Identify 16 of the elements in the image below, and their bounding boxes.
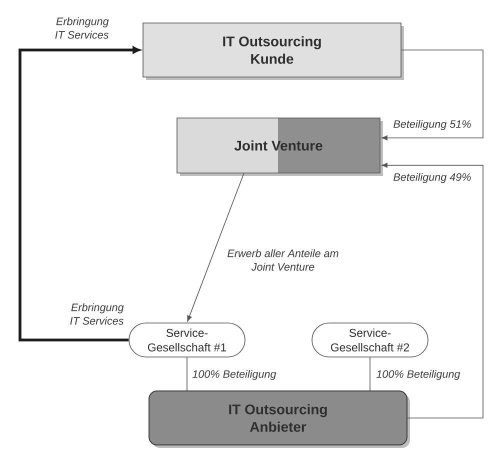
edge-label: Erbringung IT Services [55, 17, 109, 39]
edge-label: Beteiligung 51% [394, 120, 471, 130]
arrow [382, 50, 484, 140]
edge-label: 100% Beteiligung [192, 370, 276, 380]
arrow [18, 46, 140, 342]
edge-label: Beteiligung 49% [394, 172, 471, 184]
process-box: IT Outsourcing Kunde [142, 22, 404, 80]
rounded-box: IT Outsourcing Anbieter [148, 390, 410, 448]
arrow [382, 162, 484, 418]
connector-line [186, 356, 188, 391]
pill-box: Service- Gesellschaft #1 [128, 322, 246, 358]
edge-label: Erwerb aller Anteile am Joint Venture [228, 249, 338, 271]
arrow [187, 172, 244, 322]
edge-label: 100% Beteiligung [376, 370, 460, 380]
text-label: Erbringung IT Services [70, 303, 124, 325]
pill-box: Service- Gesellschaft #2 [312, 322, 428, 358]
